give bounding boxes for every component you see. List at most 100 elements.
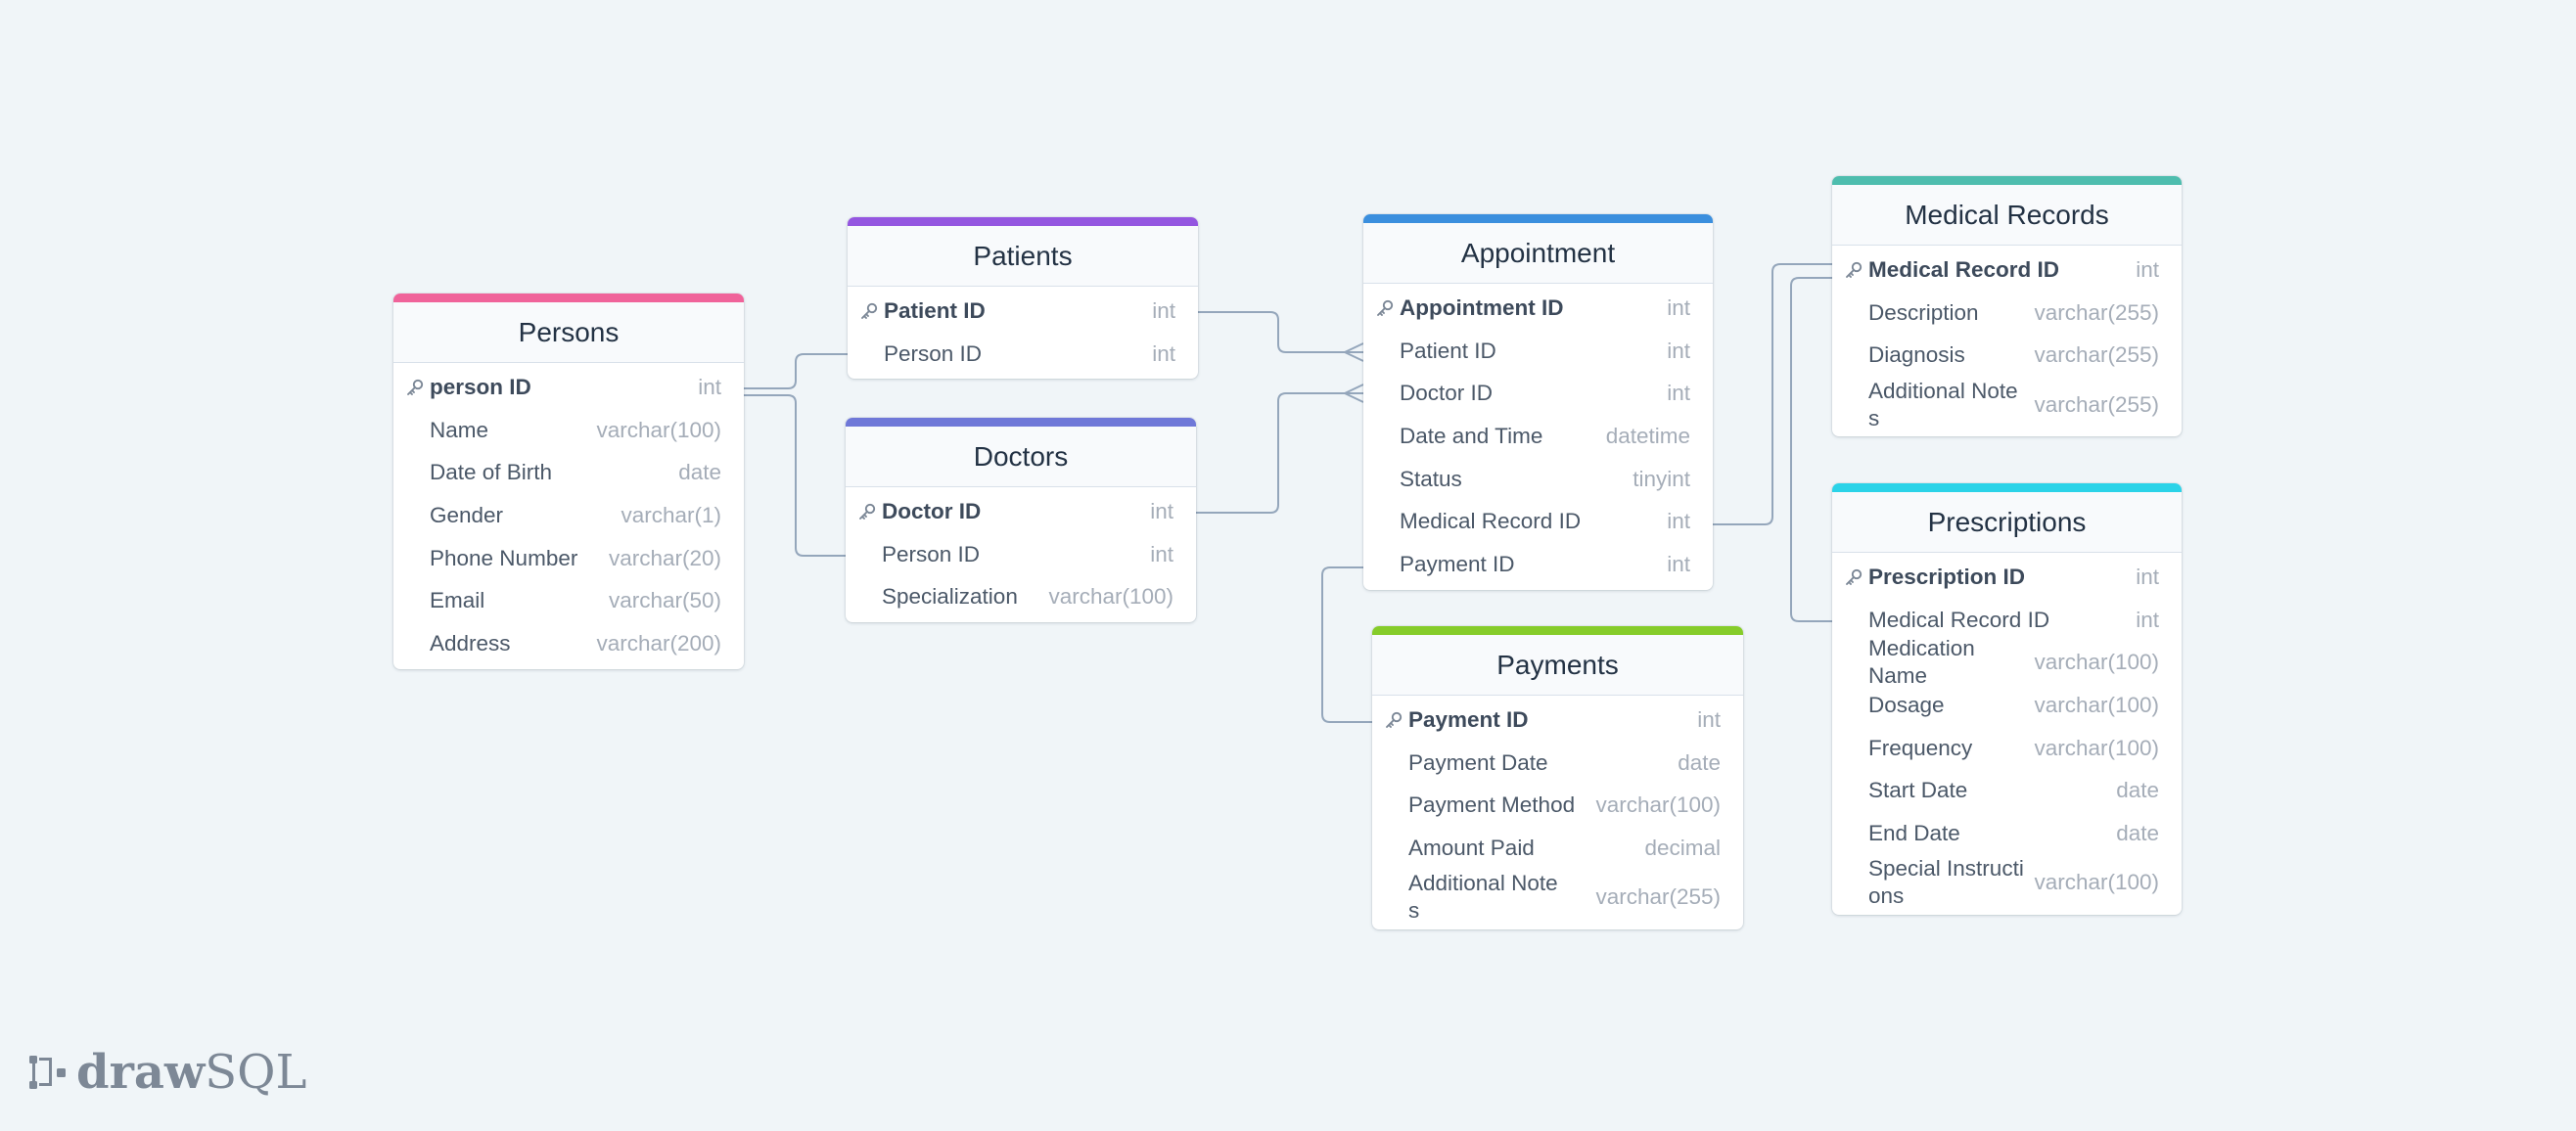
field-type: int [2136,564,2159,589]
primary-key-icon [857,502,877,521]
field-name: Doctor ID [882,498,982,523]
field-name: Status [1400,466,1462,491]
field-type: int [1150,541,1173,566]
field-name: Payment Method [1408,792,1576,818]
field-name: End Date [1868,820,1960,845]
crowfoot-appointment-patient [1344,342,1364,362]
field-type: int [1667,509,1690,534]
drawsql-logo-icon [29,1056,66,1089]
link-persons-doctors [744,394,846,557]
field-type: tinyint [1633,466,1690,491]
field-row[interactable]: Status tinyint [1363,458,1713,501]
field-type: decimal [1644,835,1721,860]
field-row[interactable]: Diagnosis varchar(255) [1832,334,2182,377]
field-row[interactable]: Frequency varchar(100) [1832,727,2182,770]
field-row[interactable]: Doctor ID int [1363,372,1713,415]
field-type: int [2136,607,2159,632]
field-name: Frequency [1868,735,1973,760]
table-title[interactable]: Doctors [846,427,1196,487]
field-name: Phone Number [430,545,578,570]
primary-key-icon [1844,567,1863,587]
table-title[interactable]: Appointment [1363,223,1713,284]
primary-key-icon [859,301,879,321]
table-title[interactable]: Medical Records [1832,185,2182,246]
field-name: Payment ID [1400,551,1515,576]
table-title[interactable]: Persons [393,302,744,363]
field-name: Appointment ID [1400,294,1564,320]
field-name: Medication Name [1868,636,1975,689]
primary-key-icon [405,378,425,397]
field-type: date [2116,820,2159,845]
table-title[interactable]: Prescriptions [1832,492,2182,553]
link-appointment-medical-records [1713,263,1832,525]
table-title[interactable]: Patients [848,226,1198,287]
field-name: Gender [430,502,504,527]
field-name: Patient ID [884,297,986,323]
table-title[interactable]: Payments [1372,635,1743,696]
field-row[interactable]: End Date date [1832,812,2182,855]
field-type: int [1150,498,1173,523]
field-type: varchar(255) [2034,342,2159,368]
field-name: Specialization [882,584,1018,610]
field-name: Additional Notes [1408,871,1558,924]
field-type: varchar(100) [2034,870,2159,895]
field-name: Diagnosis [1868,342,1965,368]
primary-key-icon [1384,710,1403,730]
field-type: varchar(50) [608,588,721,613]
field-type: varchar(255) [2034,299,2159,325]
field-name: Additional Notes [1868,378,2018,430]
link-appointment-payments [1321,566,1372,723]
field-type: int [1667,381,1690,406]
table-color-bar [1363,214,1713,223]
field-row[interactable]: Doctor ID int [846,490,1196,533]
field-name: Doctor ID [1400,381,1494,406]
field-name: Date of Birth [430,460,553,485]
field-type: varchar(100) [2034,735,2159,760]
field-name: person ID [430,374,531,399]
drawsql-logo[interactable]: drawSQL [29,1045,306,1100]
